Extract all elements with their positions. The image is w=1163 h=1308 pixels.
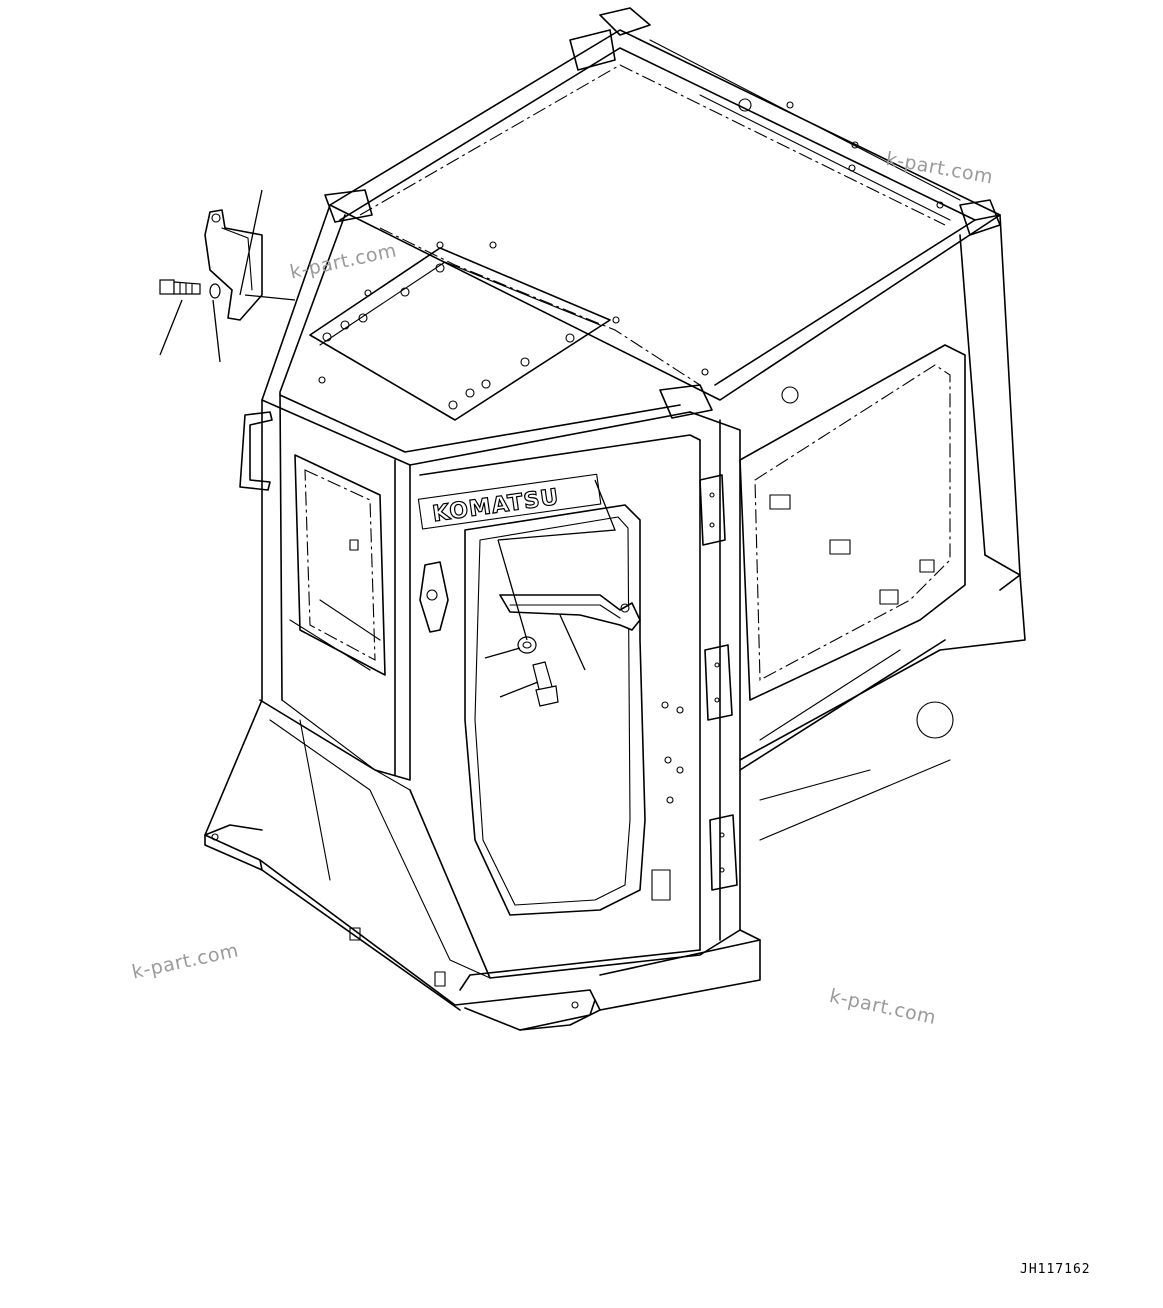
bracket-part-upper: [204, 209, 263, 321]
leader-line: [239, 189, 263, 296]
roof-panel: [309, 241, 709, 421]
washer-center: [517, 636, 537, 654]
cab-body: [204, 204, 761, 1031]
right-window: [739, 214, 1026, 841]
door-hinges: [661, 474, 738, 891]
brand-logo: KOMATSU: [417, 473, 602, 530]
washer-upper: [209, 283, 221, 299]
base-mounts: [204, 824, 596, 1031]
bolt-center: [532, 661, 559, 707]
figure-code: JH117162: [1020, 1262, 1091, 1277]
leader-line: [497, 479, 616, 541]
brand-logo-text: KOMATSU: [431, 485, 561, 528]
door: [419, 434, 701, 916]
left-window: [289, 454, 386, 676]
door-handle: [419, 561, 449, 633]
leader-line: [212, 299, 221, 363]
leader-line: [499, 681, 539, 698]
roof-frame: [324, 7, 1001, 419]
leader-line: [159, 299, 183, 356]
leader-line: [484, 647, 521, 659]
leader-line: [497, 539, 528, 641]
leader-line: [244, 294, 296, 301]
bolt-upper: [159, 279, 201, 295]
bracket-part-center: [499, 594, 641, 631]
leader-line: [559, 614, 586, 671]
